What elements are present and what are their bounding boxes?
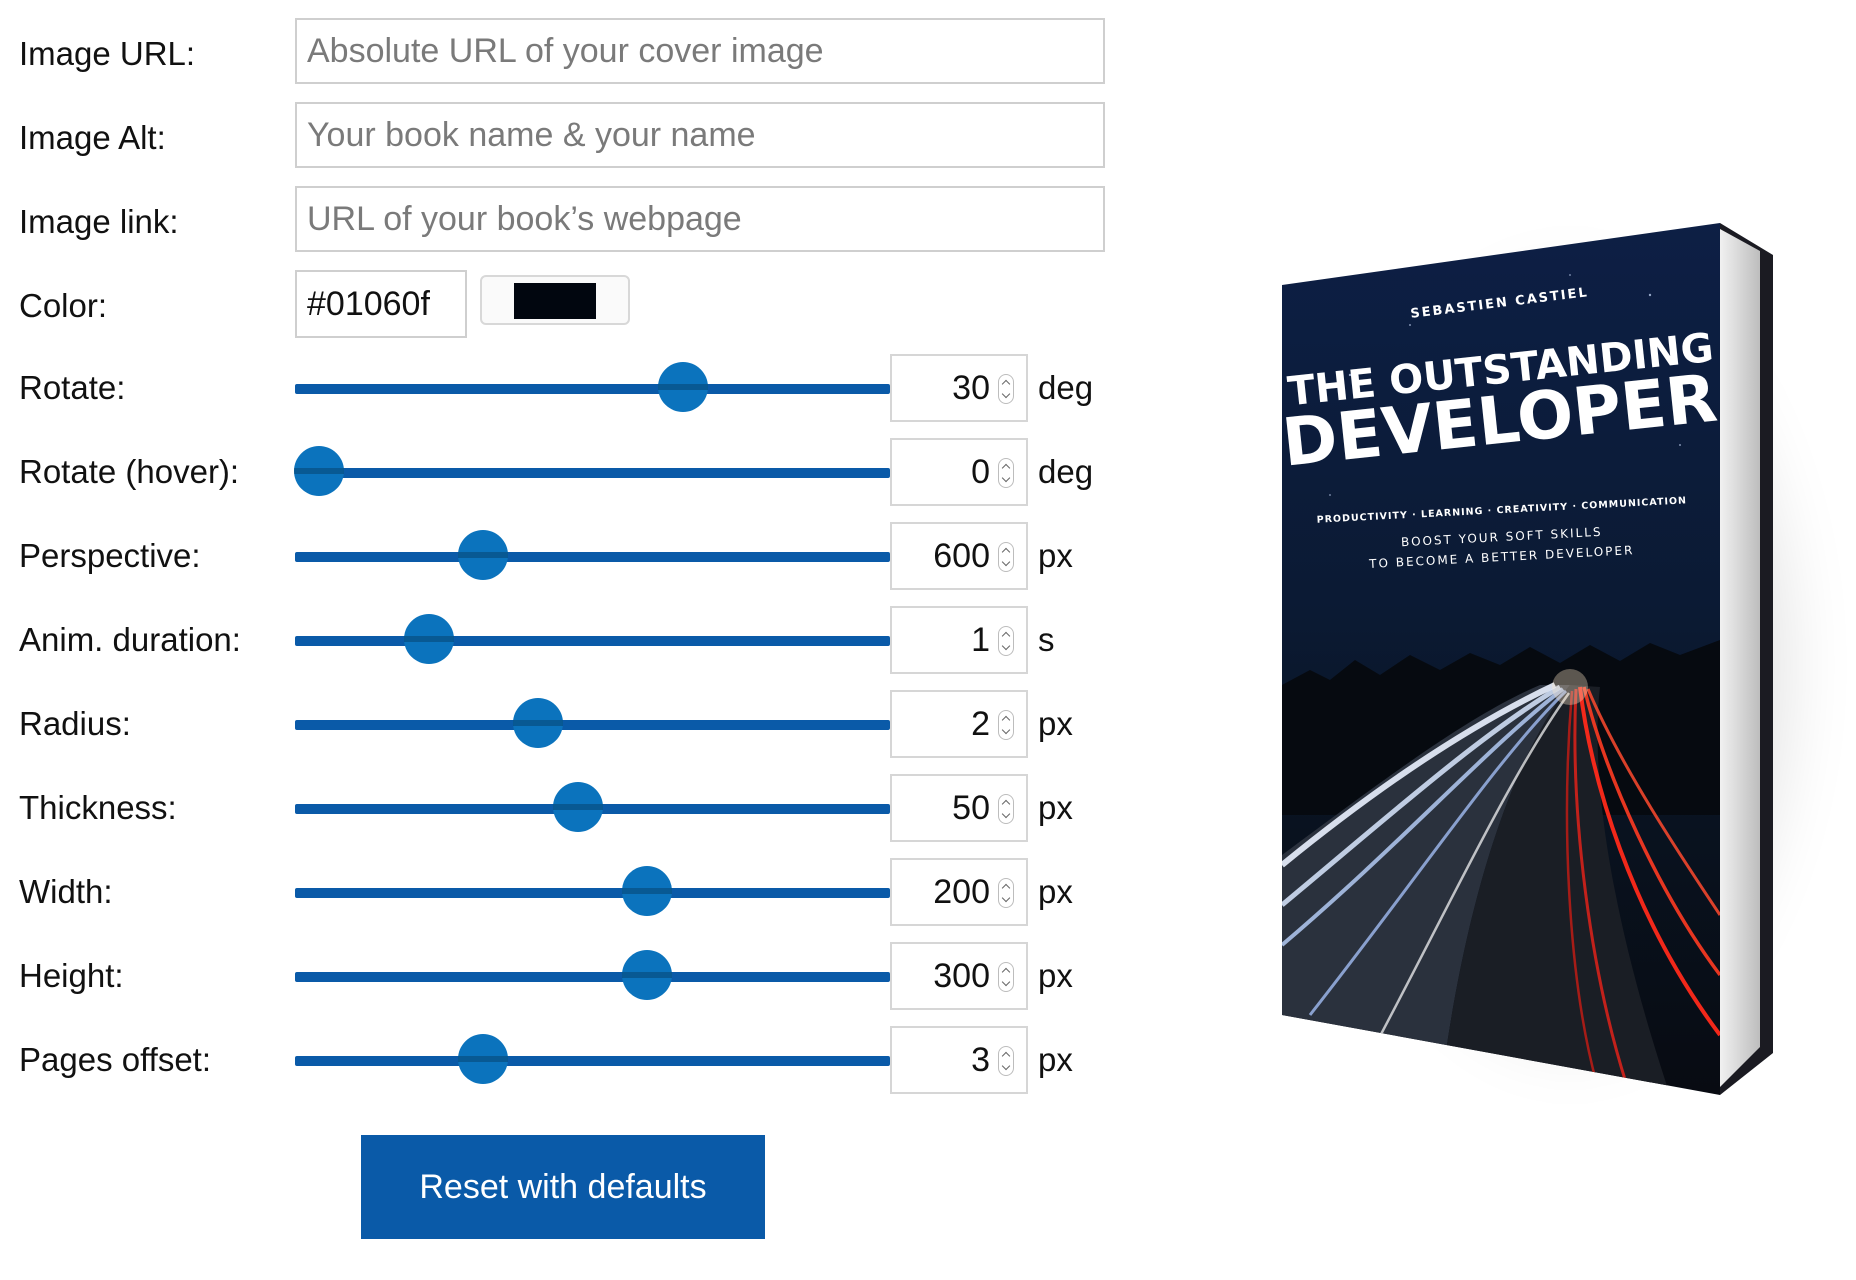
rotate-label: Rotate: [19, 369, 126, 406]
rotate-hover-slider[interactable] [293, 444, 890, 500]
color-hex-input[interactable] [295, 270, 467, 338]
pages-offset-slider-thumb[interactable] [458, 1034, 509, 1084]
image-link-input[interactable] [295, 186, 1105, 252]
width-label: Width: [19, 873, 113, 910]
perspective-slider-thumb[interactable] [458, 530, 509, 580]
width-spinner-icon[interactable] [998, 878, 1014, 908]
book-cover-illustration: SEBASTIEN CASTIEL THE OUTSTANDING DEVELO… [1279, 223, 1773, 1095]
pages-offset-unit: px [1038, 1041, 1073, 1078]
width-slider[interactable] [295, 864, 890, 920]
radius-value: 2 [971, 705, 990, 743]
image-alt-label: Image Alt: [19, 119, 166, 156]
thickness-slider[interactable] [295, 780, 890, 836]
anim-duration-spinner-icon[interactable] [998, 626, 1014, 656]
width-slider-track[interactable] [295, 888, 890, 898]
rotate-number-input[interactable]: 30 [890, 354, 1028, 422]
color-label: Color: [19, 287, 108, 324]
width-number-input[interactable]: 200 [890, 858, 1028, 926]
image-url-input[interactable] [295, 18, 1105, 84]
rotate-spinner-icon[interactable] [998, 374, 1014, 404]
pages-offset-number-input[interactable]: 3 [890, 1026, 1028, 1094]
radius-slider-thumb[interactable] [512, 698, 563, 748]
height-slider-track[interactable] [295, 972, 890, 982]
rotate-hover-slider-thumb[interactable] [293, 446, 344, 496]
thickness-number-input[interactable]: 50 [890, 774, 1028, 842]
width-unit: px [1038, 873, 1073, 910]
width-value: 200 [933, 873, 990, 911]
thickness-spinner-icon[interactable] [998, 794, 1014, 824]
height-slider[interactable] [295, 948, 890, 1004]
anim-duration-number-input[interactable]: 1 [890, 606, 1028, 674]
color-swatch [514, 283, 596, 319]
reset-defaults-button[interactable]: Reset with defaults [361, 1135, 765, 1239]
thickness-unit: px [1038, 789, 1073, 826]
perspective-value: 600 [933, 537, 990, 575]
anim-duration-value: 1 [971, 621, 990, 659]
thickness-label: Thickness: [19, 789, 177, 826]
perspective-slider-track[interactable] [295, 552, 890, 562]
rotate-value: 30 [952, 369, 990, 407]
radius-number-input[interactable]: 2 [890, 690, 1028, 758]
radius-slider-track[interactable] [295, 720, 890, 730]
radius-slider[interactable] [295, 696, 890, 752]
pages-offset-slider[interactable] [295, 1032, 890, 1088]
anim-duration-label: Anim. duration: [19, 621, 241, 658]
radius-spinner-icon[interactable] [998, 710, 1014, 740]
radius-label: Radius: [19, 705, 131, 742]
rotate-slider[interactable] [295, 360, 890, 416]
rotate-hover-number-input[interactable]: 0 [890, 438, 1028, 506]
radius-unit: px [1038, 705, 1073, 742]
height-slider-thumb[interactable] [622, 950, 673, 1000]
book-preview: SEBASTIEN CASTIEL THE OUTSTANDING DEVELO… [1270, 215, 1830, 1095]
height-value: 300 [933, 957, 990, 995]
pages-offset-slider-track[interactable] [295, 1056, 890, 1066]
perspective-slider[interactable] [295, 528, 890, 584]
perspective-unit: px [1038, 537, 1073, 574]
pages-offset-label: Pages offset: [19, 1041, 212, 1078]
thickness-slider-thumb[interactable] [553, 782, 604, 832]
rotate-slider-thumb[interactable] [657, 362, 708, 412]
height-number-input[interactable]: 300 [890, 942, 1028, 1010]
pages-offset-value: 3 [971, 1041, 990, 1079]
color-picker-button[interactable] [480, 275, 630, 325]
thickness-value: 50 [952, 789, 990, 827]
rotate-unit: deg [1038, 369, 1094, 406]
perspective-label: Perspective: [19, 537, 201, 574]
image-link-label: Image link: [19, 203, 179, 240]
image-url-label: Image URL: [19, 35, 196, 72]
image-alt-input[interactable] [295, 102, 1105, 168]
pages-offset-spinner-icon[interactable] [998, 1046, 1014, 1076]
anim-duration-unit: s [1038, 621, 1055, 658]
height-unit: px [1038, 957, 1073, 994]
anim-duration-slider-track[interactable] [295, 636, 890, 646]
rotate-slider-track[interactable] [295, 384, 890, 394]
anim-duration-slider-thumb[interactable] [403, 614, 454, 664]
perspective-number-input[interactable]: 600 [890, 522, 1028, 590]
perspective-spinner-icon[interactable] [998, 542, 1014, 572]
rotate-hover-slider-track[interactable] [295, 468, 890, 478]
height-label: Height: [19, 957, 124, 994]
rotate-hover-label: Rotate (hover): [19, 453, 240, 490]
width-slider-thumb[interactable] [622, 866, 673, 916]
anim-duration-slider[interactable] [295, 612, 890, 668]
rotate-hover-unit: deg [1038, 453, 1094, 490]
rotate-hover-spinner-icon[interactable] [998, 458, 1014, 488]
rotate-hover-value: 0 [971, 453, 990, 491]
height-spinner-icon[interactable] [998, 962, 1014, 992]
